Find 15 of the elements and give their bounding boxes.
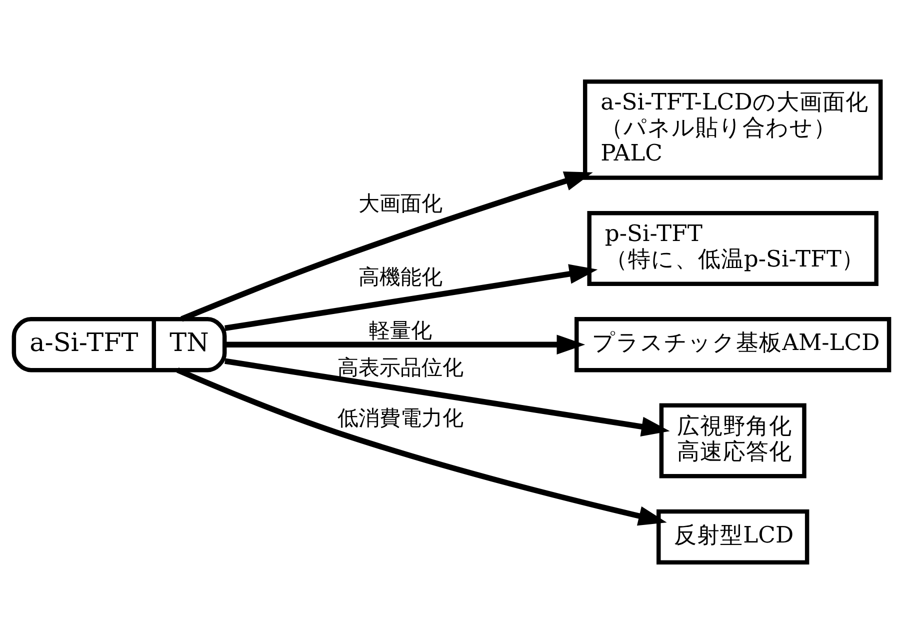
node-box: プラスチック基板AM-LCD [574, 316, 892, 372]
arrow [180, 170, 593, 322]
edge-label: 高機能化 [358, 263, 443, 288]
edge-label: 大画面化 [358, 190, 443, 215]
arrow [224, 264, 598, 330]
node-box: a-Si-TFT-LCDの大画面化 （パネル貼り合わせ） PALC [582, 79, 883, 180]
edge-label: 軽量化 [369, 317, 432, 342]
edge-label: 低消費電力化 [338, 404, 464, 430]
node-box: p-Si-TFT （特に、低温p-Si-TFT） [587, 210, 878, 286]
arrow [224, 334, 586, 354]
arrow [176, 366, 667, 526]
node-box: 広視野角化 高速応答化 [659, 402, 806, 478]
node-box: 反射型LCD [656, 508, 810, 564]
arrow [224, 358, 670, 436]
edge-label: 高表示品位化 [338, 354, 464, 379]
